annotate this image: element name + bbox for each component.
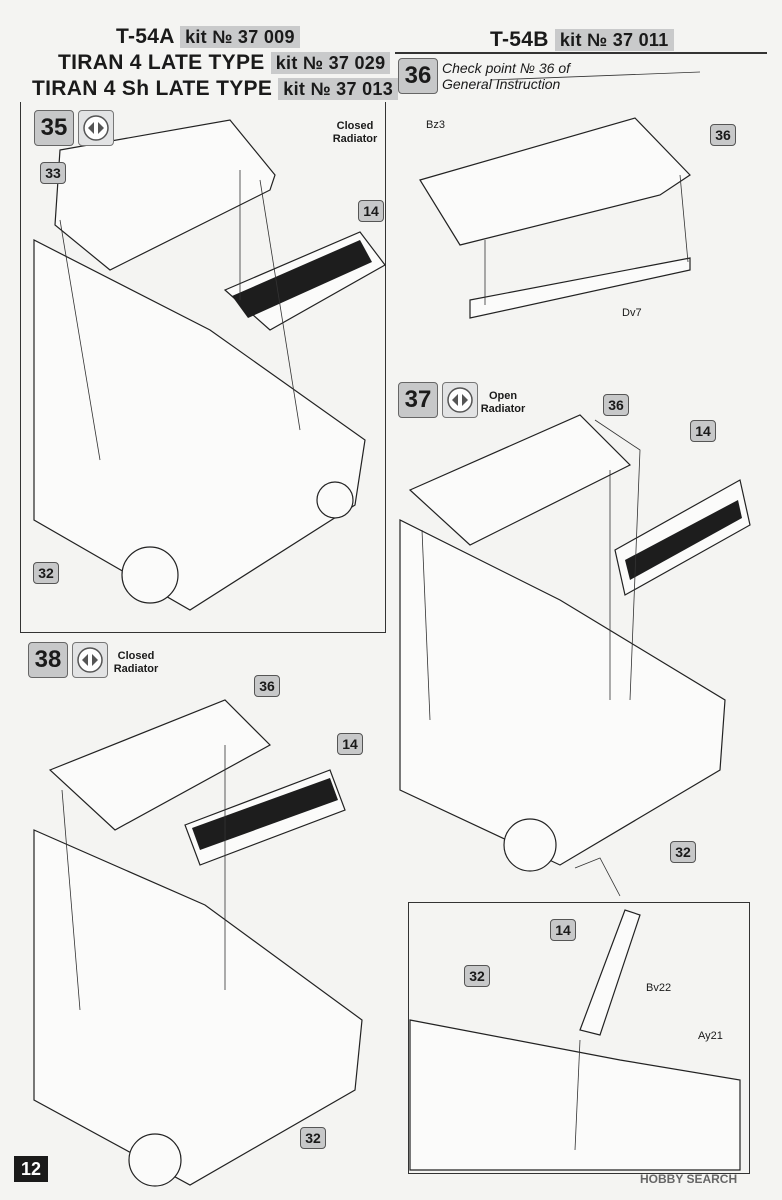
step35-caption-line2: Radiator xyxy=(332,133,378,145)
step35-part-33: 33 xyxy=(40,162,66,184)
step38-engine-deck xyxy=(48,699,271,831)
right-header-rule xyxy=(395,52,767,54)
step35-frame xyxy=(20,102,386,633)
step35-number: 35 xyxy=(34,110,74,146)
step37-part-32: 32 xyxy=(670,841,696,863)
step37-caption-line1: Open xyxy=(488,390,518,402)
flip-view-icon xyxy=(442,382,478,418)
step36-label-dv7: Dv7 xyxy=(622,307,642,319)
step36-number: 36 xyxy=(398,58,438,94)
step37-engine-deck xyxy=(408,414,632,546)
header-t54a-model: T-54A xyxy=(116,25,174,48)
detail-frame xyxy=(408,902,750,1174)
step35-caption: Closed Radiator xyxy=(325,120,385,146)
step37-hull xyxy=(399,519,726,866)
detail-part-14: 14 xyxy=(550,919,576,941)
header-t54b-kit: kit № 37 011 xyxy=(554,29,674,51)
header-t54b-model: T-54B xyxy=(490,28,549,51)
step37-part-36: 36 xyxy=(603,394,629,416)
step38-hull xyxy=(33,829,363,1186)
step35-hull xyxy=(33,239,366,611)
step38-sprocket xyxy=(128,1133,182,1187)
flip-view-icon xyxy=(72,642,108,678)
step38-part-14: 14 xyxy=(337,733,363,755)
step35-roadwheel xyxy=(316,481,354,519)
step38-part-36: 36 xyxy=(254,675,280,697)
header-tiran4sh-model: TIRAN 4 Sh LATE TYPE xyxy=(32,77,273,100)
step38-grille-slats xyxy=(192,778,338,850)
step35-grille-slats xyxy=(232,240,372,318)
detail-part-32: 32 xyxy=(464,965,490,987)
step38-part-32: 32 xyxy=(300,1127,326,1149)
step35-part-14: 14 xyxy=(358,200,384,222)
step36-check-line2: General Instruction xyxy=(442,76,561,92)
step36-part-36: 36 xyxy=(710,124,736,146)
step36-deck-plate xyxy=(419,117,691,246)
detail-hull-section xyxy=(409,1019,741,1171)
step37-grille-slats xyxy=(625,500,742,580)
step37-sprocket xyxy=(503,818,557,872)
header-tiran4: TIRAN 4 LATE TYPE kit № 37 029 xyxy=(58,51,391,75)
step38-number: 38 xyxy=(28,642,68,678)
watermark: HOBBY SEARCH xyxy=(640,1172,738,1186)
step37-number: 37 xyxy=(398,382,438,418)
step36-check-point: Check point № 36 of General Instruction xyxy=(442,60,570,92)
header-tiran4sh-kit: kit № 37 013 xyxy=(278,78,399,100)
header-t54b: T-54B kit № 37 011 xyxy=(490,28,674,52)
step37-part-14: 14 xyxy=(690,420,716,442)
step35-caption-line1: Closed xyxy=(336,120,374,132)
header-t54a: T-54A kit № 37 009 xyxy=(116,25,300,49)
header-tiran4-kit: kit № 37 029 xyxy=(270,52,391,74)
step36-label-bz3: Bz3 xyxy=(426,119,445,131)
header-tiran4sh: TIRAN 4 Sh LATE TYPE kit № 37 013 xyxy=(32,77,399,101)
step35-sprocket xyxy=(121,546,179,604)
detail-label-ay21: Ay21 xyxy=(698,1030,723,1042)
step36-check-line1: Check point № 36 of xyxy=(442,60,571,76)
step35-engine-deck xyxy=(54,119,276,271)
step35-part-32: 32 xyxy=(33,562,59,584)
page-number: 12 xyxy=(14,1156,48,1182)
header-t54a-kit: kit № 37 009 xyxy=(180,26,300,48)
step36-rail-dv7 xyxy=(469,257,691,319)
header-tiran4-model: TIRAN 4 LATE TYPE xyxy=(58,51,265,74)
step38-caption-line2: Radiator xyxy=(113,663,159,675)
step38-caption: Closed Radiator xyxy=(108,650,164,676)
detail-radiator-tilted xyxy=(579,909,641,1036)
step37-caption: Open Radiator xyxy=(478,390,528,416)
detail-label-bv22: Bv22 xyxy=(646,982,672,994)
step38-caption-line1: Closed xyxy=(117,650,155,662)
step37-caption-line2: Radiator xyxy=(480,403,526,415)
flip-view-icon xyxy=(78,110,114,146)
